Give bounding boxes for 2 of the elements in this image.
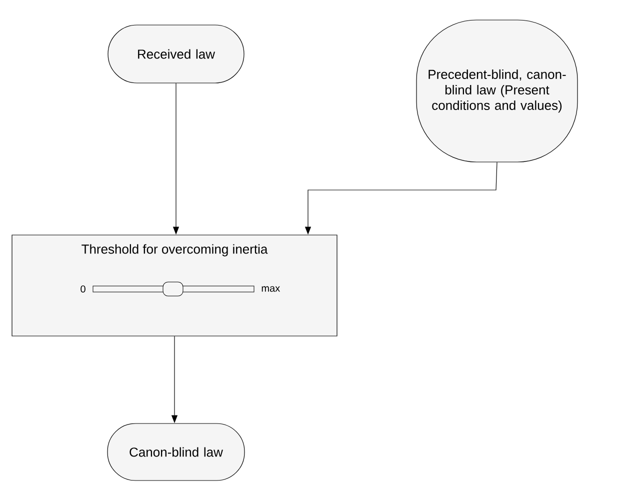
slider-label: 0 <box>80 285 86 293</box>
slider-label: max <box>262 286 280 292</box>
